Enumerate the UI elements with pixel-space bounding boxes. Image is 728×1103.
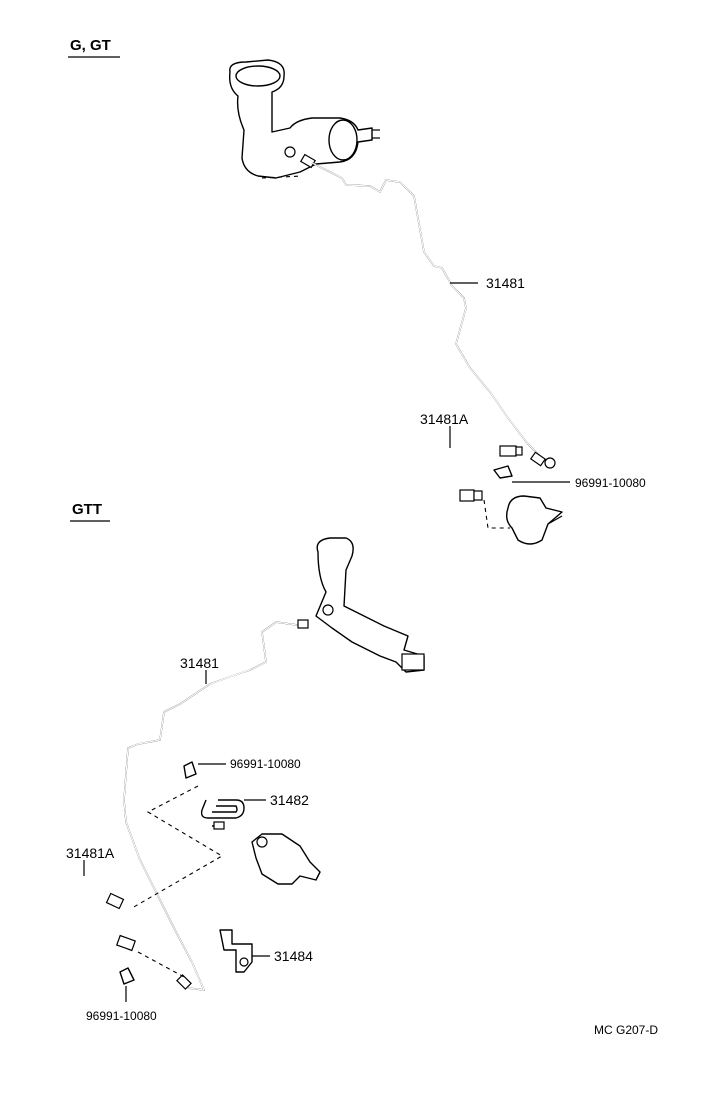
dash-connector xyxy=(137,951,187,979)
label-31481a: 31481A xyxy=(66,845,115,861)
diagram-code: MC G207-D xyxy=(594,1023,658,1037)
hose-31481a: 31481A xyxy=(66,845,136,952)
label-96991-10080-lower: 96991-10080 xyxy=(86,1009,157,1023)
clip-96991-10080-upper: 96991-10080 xyxy=(183,757,301,779)
label-96991-10080-upper: 96991-10080 xyxy=(230,757,301,771)
section-header-gtt: GTT xyxy=(72,501,102,518)
master-cylinder xyxy=(228,59,380,179)
slave-cylinder xyxy=(251,833,321,885)
clip-96991-10080-lower: 96991-10080 xyxy=(86,967,157,1023)
label-31481a: 31481A xyxy=(420,411,469,427)
hose-31481a: 31481A xyxy=(413,411,523,502)
tube-31481: 31481 xyxy=(123,619,309,991)
tube-31482: 31482 xyxy=(200,792,309,830)
tube-31481: 31481 xyxy=(311,162,556,469)
dash-connector xyxy=(131,785,224,909)
label-31482: 31482 xyxy=(270,792,309,808)
slave-cylinder xyxy=(483,495,563,545)
label-31484: 31484 xyxy=(274,948,313,964)
label-96991-10080: 96991-10080 xyxy=(575,476,646,490)
bracket-31484: 31484 xyxy=(219,929,313,973)
master-cylinder xyxy=(315,537,425,673)
clip-96991-10080: 96991-10080 xyxy=(493,465,646,490)
label-31481: 31481 xyxy=(180,655,219,671)
section-gtt: GTT 31481 96991-10080 xyxy=(66,501,425,1023)
label-31481: 31481 xyxy=(486,275,525,291)
section-header-g-gt: G, GT xyxy=(70,37,111,54)
section-g-gt: G, GT 31481 xyxy=(68,37,646,545)
